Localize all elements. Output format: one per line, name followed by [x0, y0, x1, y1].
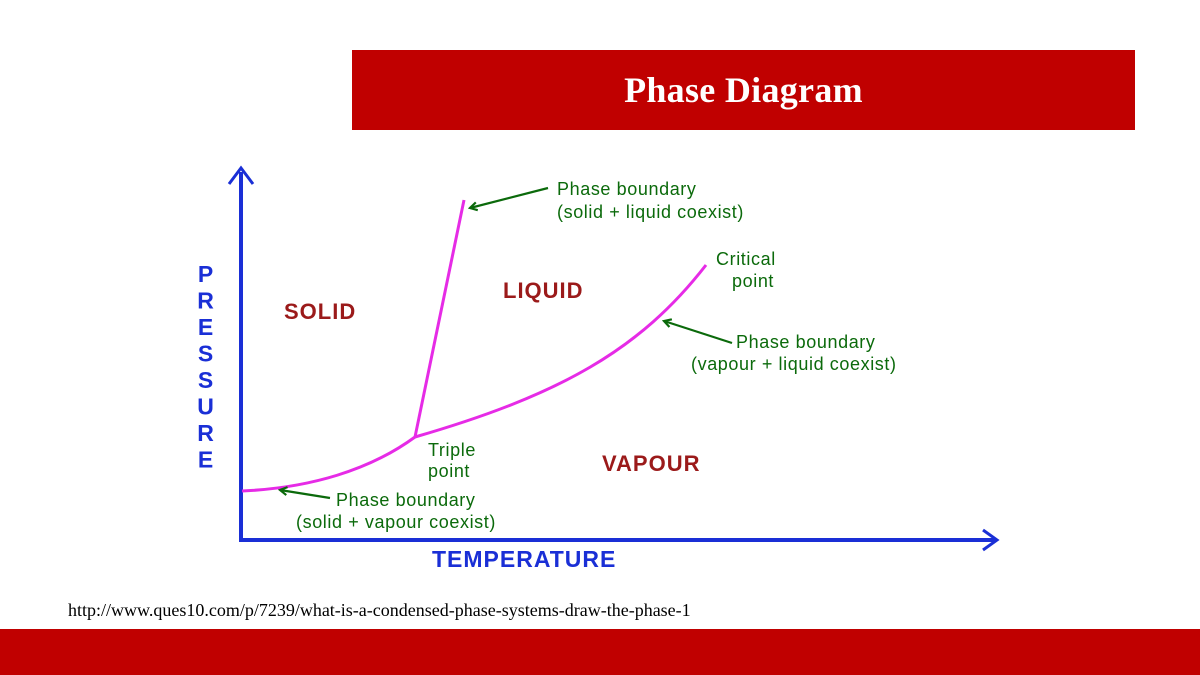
annotation-triple-1: Triple	[428, 440, 476, 460]
arrow-vapour-liquid	[664, 321, 733, 345]
region-liquid: LIQUID	[503, 278, 584, 303]
annotation-vapour-liquid-1: Phase boundary	[736, 332, 876, 352]
annotation-critical-1: Critical	[716, 249, 776, 269]
y-axis-arrowhead	[227, 165, 255, 185]
x-axis-arrowhead	[982, 528, 1000, 552]
annotation-critical-2: point	[732, 271, 774, 291]
annotation-triple-2: point	[428, 461, 470, 481]
region-vapour: VAPOUR	[602, 451, 701, 476]
x-axis-label: TEMPERATURE	[432, 546, 616, 572]
region-solid: SOLID	[284, 299, 356, 324]
footer-bar	[0, 629, 1200, 675]
slide-title: Phase Diagram	[624, 70, 863, 110]
arrow-solid-liquid	[470, 186, 549, 208]
annotation-solid-vapour-1: Phase boundary	[336, 490, 476, 510]
solid-vapour-boundary	[241, 435, 416, 493]
title-banner: Phase Diagram	[352, 50, 1135, 130]
solid-liquid-boundary	[413, 199, 466, 438]
source-url: http://www.ques10.com/p/7239/what-is-a-c…	[68, 600, 691, 620]
annotation-solid-vapour-2: (solid + vapour coexist)	[296, 512, 496, 532]
vapour-liquid-boundary	[414, 264, 708, 439]
annotation-solid-liquid-2: (solid + liquid coexist)	[557, 202, 744, 222]
annotation-solid-liquid-1: Phase boundary	[557, 179, 697, 199]
annotation-vapour-liquid-2: (vapour + liquid coexist)	[691, 354, 897, 374]
arrow-solid-vapour	[280, 490, 331, 500]
